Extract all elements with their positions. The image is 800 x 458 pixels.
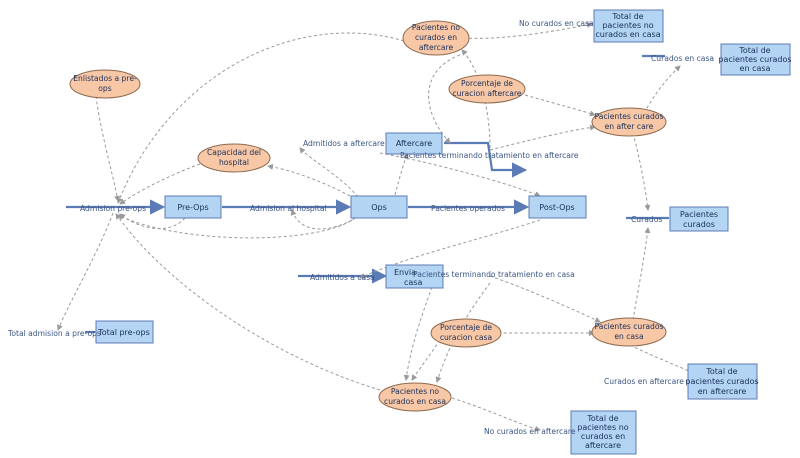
svg-text:Pre-Ops: Pre-Ops [177, 203, 208, 212]
svg-text:aftercare: aftercare [419, 43, 454, 52]
svg-text:curados en casa: curados en casa [384, 397, 446, 406]
flow-label-admitidos-casa[interactable]: Admitidos a casa [310, 273, 375, 282]
aux-porc-aftercare[interactable]: Porcentaje de curacion aftercare [448, 74, 526, 104]
stock-total-nocurados-aftercare[interactable]: Total de pacientes no curados en afterca… [570, 410, 637, 455]
flow-label-nocurados-casa[interactable]: No curados en casa [519, 19, 594, 28]
aux-curados-casa[interactable]: Pacientes curados en casa [591, 317, 667, 347]
flow-label-nocurados-aftercare[interactable]: No curados en aftercare [484, 427, 576, 436]
svg-text:curados en: curados en [415, 33, 457, 42]
flow-label-curados-casa[interactable]: Curados en casa [651, 54, 714, 63]
stock-total-nocurados-casa[interactable]: Total de pacientes no curados en casa [593, 9, 664, 43]
aux-porc-casa[interactable]: Porcentaje de curacion casa [430, 318, 502, 348]
svg-text:Envia: Envia [394, 268, 416, 277]
svg-text:Total de: Total de [738, 46, 770, 55]
svg-text:en after care: en after care [605, 122, 654, 131]
stock-enviacasa[interactable]: Envia casa [385, 264, 444, 289]
svg-text:Aftercare: Aftercare [396, 139, 432, 148]
pipe-terminando-aftercare [444, 141, 528, 178]
svg-text:ops: ops [98, 84, 111, 93]
aux-nocurados-casa[interactable]: Pacientes no curados en casa [378, 382, 452, 412]
svg-text:Enlistados a pre-: Enlistados a pre- [73, 74, 137, 83]
flow-label-admision-hospital[interactable]: Admision al hospital [250, 204, 327, 213]
svg-text:pacientes curados: pacientes curados [718, 55, 791, 64]
svg-text:Pacientes no: Pacientes no [391, 387, 439, 396]
svg-text:curados en: curados en [581, 432, 625, 441]
flow-label-total-admision[interactable]: Total admision a pre-ops [7, 329, 101, 338]
stock-total-curados-aftercare[interactable]: Total de pacientes curados en aftercare [685, 363, 759, 400]
svg-text:curados: curados [683, 220, 715, 229]
aux-enlistados[interactable]: Enlistados a pre- ops [69, 69, 141, 99]
flow-label-terminando-casa[interactable]: Pacientes terminando tratamiento en casa [413, 270, 575, 279]
stock-total-preops[interactable]: Total pre-ops [95, 320, 154, 344]
svg-text:pacientes no: pacientes no [577, 423, 628, 432]
svg-text:Capacidad del: Capacidad del [207, 148, 261, 157]
svg-text:en casa: en casa [614, 332, 643, 341]
svg-text:Pacientes: Pacientes [680, 210, 718, 219]
flow-label-pacientes-operados[interactable]: Pacientes operados [431, 204, 505, 213]
svg-text:curados en casa: curados en casa [595, 30, 660, 39]
svg-text:Pacientes curados: Pacientes curados [595, 322, 664, 331]
flow-label-curados[interactable]: Curados [631, 215, 662, 224]
svg-text:Total de: Total de [586, 414, 618, 423]
svg-text:hospital: hospital [219, 158, 249, 167]
svg-text:curacion casa: curacion casa [440, 333, 492, 342]
flow-label-terminando-aftercare[interactable]: Pacientes terminando tratamiento en afte… [400, 151, 579, 160]
svg-text:Total de: Total de [611, 12, 643, 21]
svg-text:casa: casa [404, 278, 422, 287]
svg-text:Ops: Ops [371, 203, 387, 212]
flow-labels: Admision pre-ops Admision al hospital Pa… [7, 19, 714, 436]
flow-pipes [66, 54, 669, 334]
stock-ops[interactable]: Ops [350, 195, 408, 219]
svg-text:pacientes curados: pacientes curados [685, 377, 758, 386]
aux-nocurados-aftercare[interactable]: Pacientes no curados en aftercare [402, 20, 470, 56]
aux-capacidad[interactable]: Capacidad del hospital [197, 143, 271, 173]
stock-pacientes-curados[interactable]: Pacientes curados [669, 206, 729, 232]
svg-text:aftercare: aftercare [585, 441, 621, 450]
svg-text:en casa: en casa [740, 64, 771, 73]
svg-text:Post-Ops: Post-Ops [539, 203, 574, 212]
flow-label-admitidos-aftercare[interactable]: Admitidos a aftercare [303, 139, 385, 148]
flow-label-curados-aftercare[interactable]: Curados en aftercare [604, 377, 684, 386]
svg-text:Total pre-ops: Total pre-ops [97, 328, 150, 337]
aux-curados-aftercare[interactable]: Pacientes curados en after care [591, 107, 667, 137]
svg-text:Total de: Total de [705, 367, 737, 376]
svg-text:Porcentaje de: Porcentaje de [461, 79, 513, 88]
stock-total-curados-casa[interactable]: Total de pacientes curados en casa [718, 43, 792, 76]
stock-postops[interactable]: Post-Ops [528, 195, 587, 219]
stock-aftercare[interactable]: Aftercare [385, 132, 443, 155]
stock-preops[interactable]: Pre-Ops [164, 195, 222, 219]
influence-arrows [57, 21, 699, 432]
svg-text:Pacientes no: Pacientes no [412, 23, 460, 32]
svg-text:en aftercare: en aftercare [698, 387, 747, 396]
svg-text:pacientes no: pacientes no [602, 21, 653, 30]
svg-text:Pacientes curados: Pacientes curados [595, 112, 664, 121]
svg-text:curacion aftercare: curacion aftercare [452, 89, 522, 98]
svg-text:Porcentaje de: Porcentaje de [440, 323, 492, 332]
flow-label-admision-preops[interactable]: Admision pre-ops [80, 204, 146, 213]
